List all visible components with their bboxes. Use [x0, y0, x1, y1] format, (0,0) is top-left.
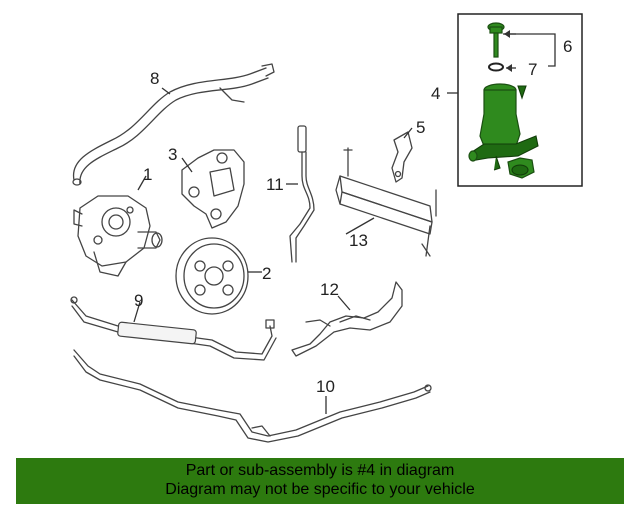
reservoir-fitting: [507, 157, 535, 179]
callout-7: 7: [528, 60, 537, 79]
callout-5: 5: [416, 118, 425, 137]
callout-2: 2: [262, 264, 271, 283]
part-12-hose: [291, 281, 403, 357]
part-5-bracket: [391, 131, 413, 183]
callout-12: 12: [320, 280, 339, 299]
callout-8: 8: [150, 69, 159, 88]
callout-6: 6: [563, 37, 572, 56]
banner-line-1: Part or sub-assembly is #4 in diagram: [185, 462, 455, 479]
callout-9: 9: [134, 291, 143, 310]
callouts: 8 1 3 2 5 11 13 12 9 10 4 6 7: [134, 37, 572, 396]
part-8-hose: [72, 63, 275, 186]
callout-10: 10: [316, 377, 335, 396]
callout-3: 3: [168, 145, 177, 164]
callout-1: 1: [143, 165, 152, 184]
seal-ring: [488, 62, 504, 72]
part-10-line: [73, 349, 432, 443]
part-2-pulley: [175, 237, 249, 315]
part-9-hose: [70, 296, 277, 361]
reservoir-body: [468, 83, 539, 171]
info-banner: Part or sub-assembly is #4 in diagram Di…: [16, 458, 624, 504]
reservoir-cap: [487, 22, 505, 58]
part-4-reservoir-box: [457, 13, 583, 187]
part-13-cooler: [335, 147, 437, 257]
part-11-pipe: [289, 125, 315, 263]
part-3-bracket: [181, 149, 245, 229]
leader-lines: [133, 30, 556, 414]
callout-4: 4: [431, 84, 440, 103]
callout-11: 11: [266, 175, 284, 194]
banner-line-2: Diagram may not be specific to your vehi…: [165, 481, 475, 498]
part-1-pump: [73, 195, 163, 277]
callout-13: 13: [349, 231, 368, 250]
